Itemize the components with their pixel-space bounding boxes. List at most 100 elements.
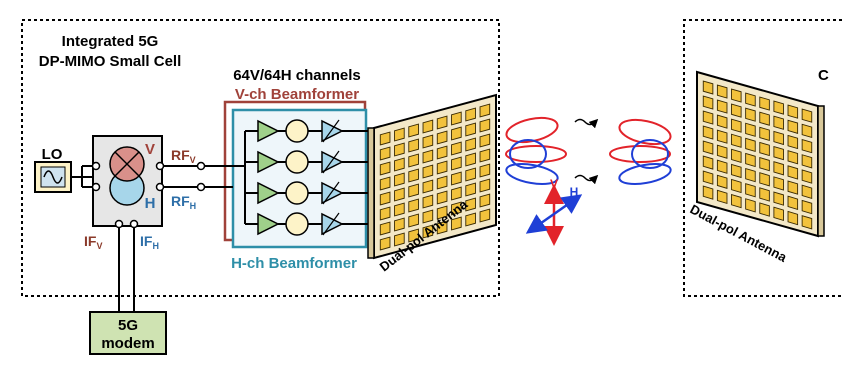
- antenna-patch: [787, 119, 799, 134]
- antenna-patch: [731, 88, 742, 103]
- antenna-patch: [801, 154, 813, 169]
- lna-amplifier: [257, 119, 280, 143]
- antenna-patch: [745, 183, 756, 198]
- antenna-patch: [731, 193, 742, 209]
- antenna-patch: [787, 150, 799, 165]
- antenna-patch: [731, 163, 742, 179]
- antenna-patch: [394, 187, 405, 202]
- antenna-patch: [745, 122, 756, 137]
- antenna-patch: [801, 199, 813, 215]
- antenna-patch: [716, 144, 728, 159]
- lna-amplifier: [257, 150, 280, 174]
- modem-line-2: modem: [101, 335, 154, 352]
- antenna-patch: [408, 213, 419, 228]
- antenna-patch: [801, 123, 813, 139]
- phase-shifter: [285, 119, 309, 143]
- antenna-patch: [465, 197, 476, 212]
- antenna-patch: [702, 125, 714, 140]
- sine-icon: [43, 170, 63, 184]
- antenna-patch: [436, 115, 448, 130]
- antenna-patch: [759, 172, 770, 187]
- antenna-patch: [408, 183, 419, 198]
- rf-v-label: RFV: [171, 147, 196, 165]
- rx-radiation-pattern: [609, 118, 672, 185]
- antenna-patch: [422, 194, 434, 209]
- antenna-patch: [422, 209, 434, 224]
- antenna-patch: [759, 187, 770, 202]
- antenna-patch: [394, 157, 405, 172]
- phase-shifter: [285, 181, 309, 205]
- wave-arrow-upper: [574, 118, 599, 129]
- rx-partial-label: C: [818, 67, 829, 84]
- antenna-patch: [745, 198, 756, 213]
- antenna-patch: [394, 142, 405, 157]
- lna-amplifier: [257, 181, 280, 205]
- rf-h-label: RFH: [171, 193, 196, 211]
- antenna-patch: [465, 137, 476, 152]
- antenna-patch: [479, 148, 491, 163]
- antenna-patch: [801, 108, 813, 123]
- antenna-patch: [801, 184, 813, 199]
- mixer-h-label: H: [145, 195, 156, 212]
- variable-gain-arrow: [322, 212, 340, 236]
- antenna-patch: [422, 164, 434, 179]
- antenna-patch: [479, 118, 491, 133]
- pol-h-label: H: [570, 185, 579, 199]
- antenna-patch: [408, 138, 419, 153]
- antenna-patch: [436, 190, 448, 205]
- antenna-patch: [379, 206, 391, 221]
- antenna-patch: [716, 114, 728, 129]
- antenna-patch: [773, 191, 784, 206]
- antenna-patch: [759, 202, 770, 217]
- antenna-patch: [773, 115, 784, 130]
- title-line-1: Integrated 5G: [62, 33, 159, 50]
- rx-antenna: [696, 70, 825, 238]
- antenna-patch: [787, 165, 799, 180]
- antenna-patch: [479, 103, 491, 118]
- h-pol-arrow: [553, 194, 583, 216]
- antenna-patch: [716, 159, 728, 174]
- antenna-patch: [745, 137, 756, 153]
- antenna-patch: [379, 236, 391, 251]
- antenna-patch: [451, 171, 462, 186]
- antenna-patch: [759, 111, 770, 126]
- variable-gain-arrow: [322, 150, 340, 174]
- beamformer-channels: [233, 119, 370, 236]
- if-v-label: IFV: [84, 233, 102, 251]
- antenna-patch: [379, 161, 391, 176]
- variable-gain-arrow: [322, 181, 340, 205]
- antenna-patch: [479, 193, 491, 208]
- antenna-patch: [773, 100, 784, 115]
- antenna-patch: [451, 126, 462, 141]
- antenna-patch: [465, 182, 476, 197]
- antenna-patch: [394, 217, 405, 232]
- antenna-patch: [379, 221, 391, 236]
- modem-box: [89, 311, 167, 355]
- antenna-patch: [745, 92, 756, 107]
- antenna-patch: [731, 118, 742, 133]
- antenna-patch: [745, 107, 756, 122]
- antenna-patch: [451, 186, 462, 201]
- antenna-patch: [408, 153, 419, 168]
- antenna-patch: [773, 176, 784, 191]
- antenna-patch: [379, 131, 391, 146]
- antenna-patch: [479, 178, 491, 193]
- antenna-patch: [379, 176, 391, 191]
- beamformer-channel: [245, 212, 370, 236]
- wave-arrow-lower: [574, 174, 599, 185]
- antenna-patch: [479, 133, 491, 148]
- antenna-patch: [436, 130, 448, 145]
- pol-v-label: V: [550, 177, 558, 191]
- antenna-patch: [731, 133, 742, 148]
- antenna-patch: [801, 215, 813, 230]
- antenna-patch: [394, 172, 405, 187]
- lo-label: LO: [42, 146, 63, 163]
- antenna-patch: [408, 123, 419, 138]
- antenna-patch: [451, 216, 462, 231]
- antenna-patch: [702, 80, 714, 95]
- antenna-patch: [731, 148, 742, 163]
- antenna-patch: [801, 169, 813, 184]
- antenna-patch: [465, 107, 476, 122]
- antenna-patch: [702, 95, 714, 110]
